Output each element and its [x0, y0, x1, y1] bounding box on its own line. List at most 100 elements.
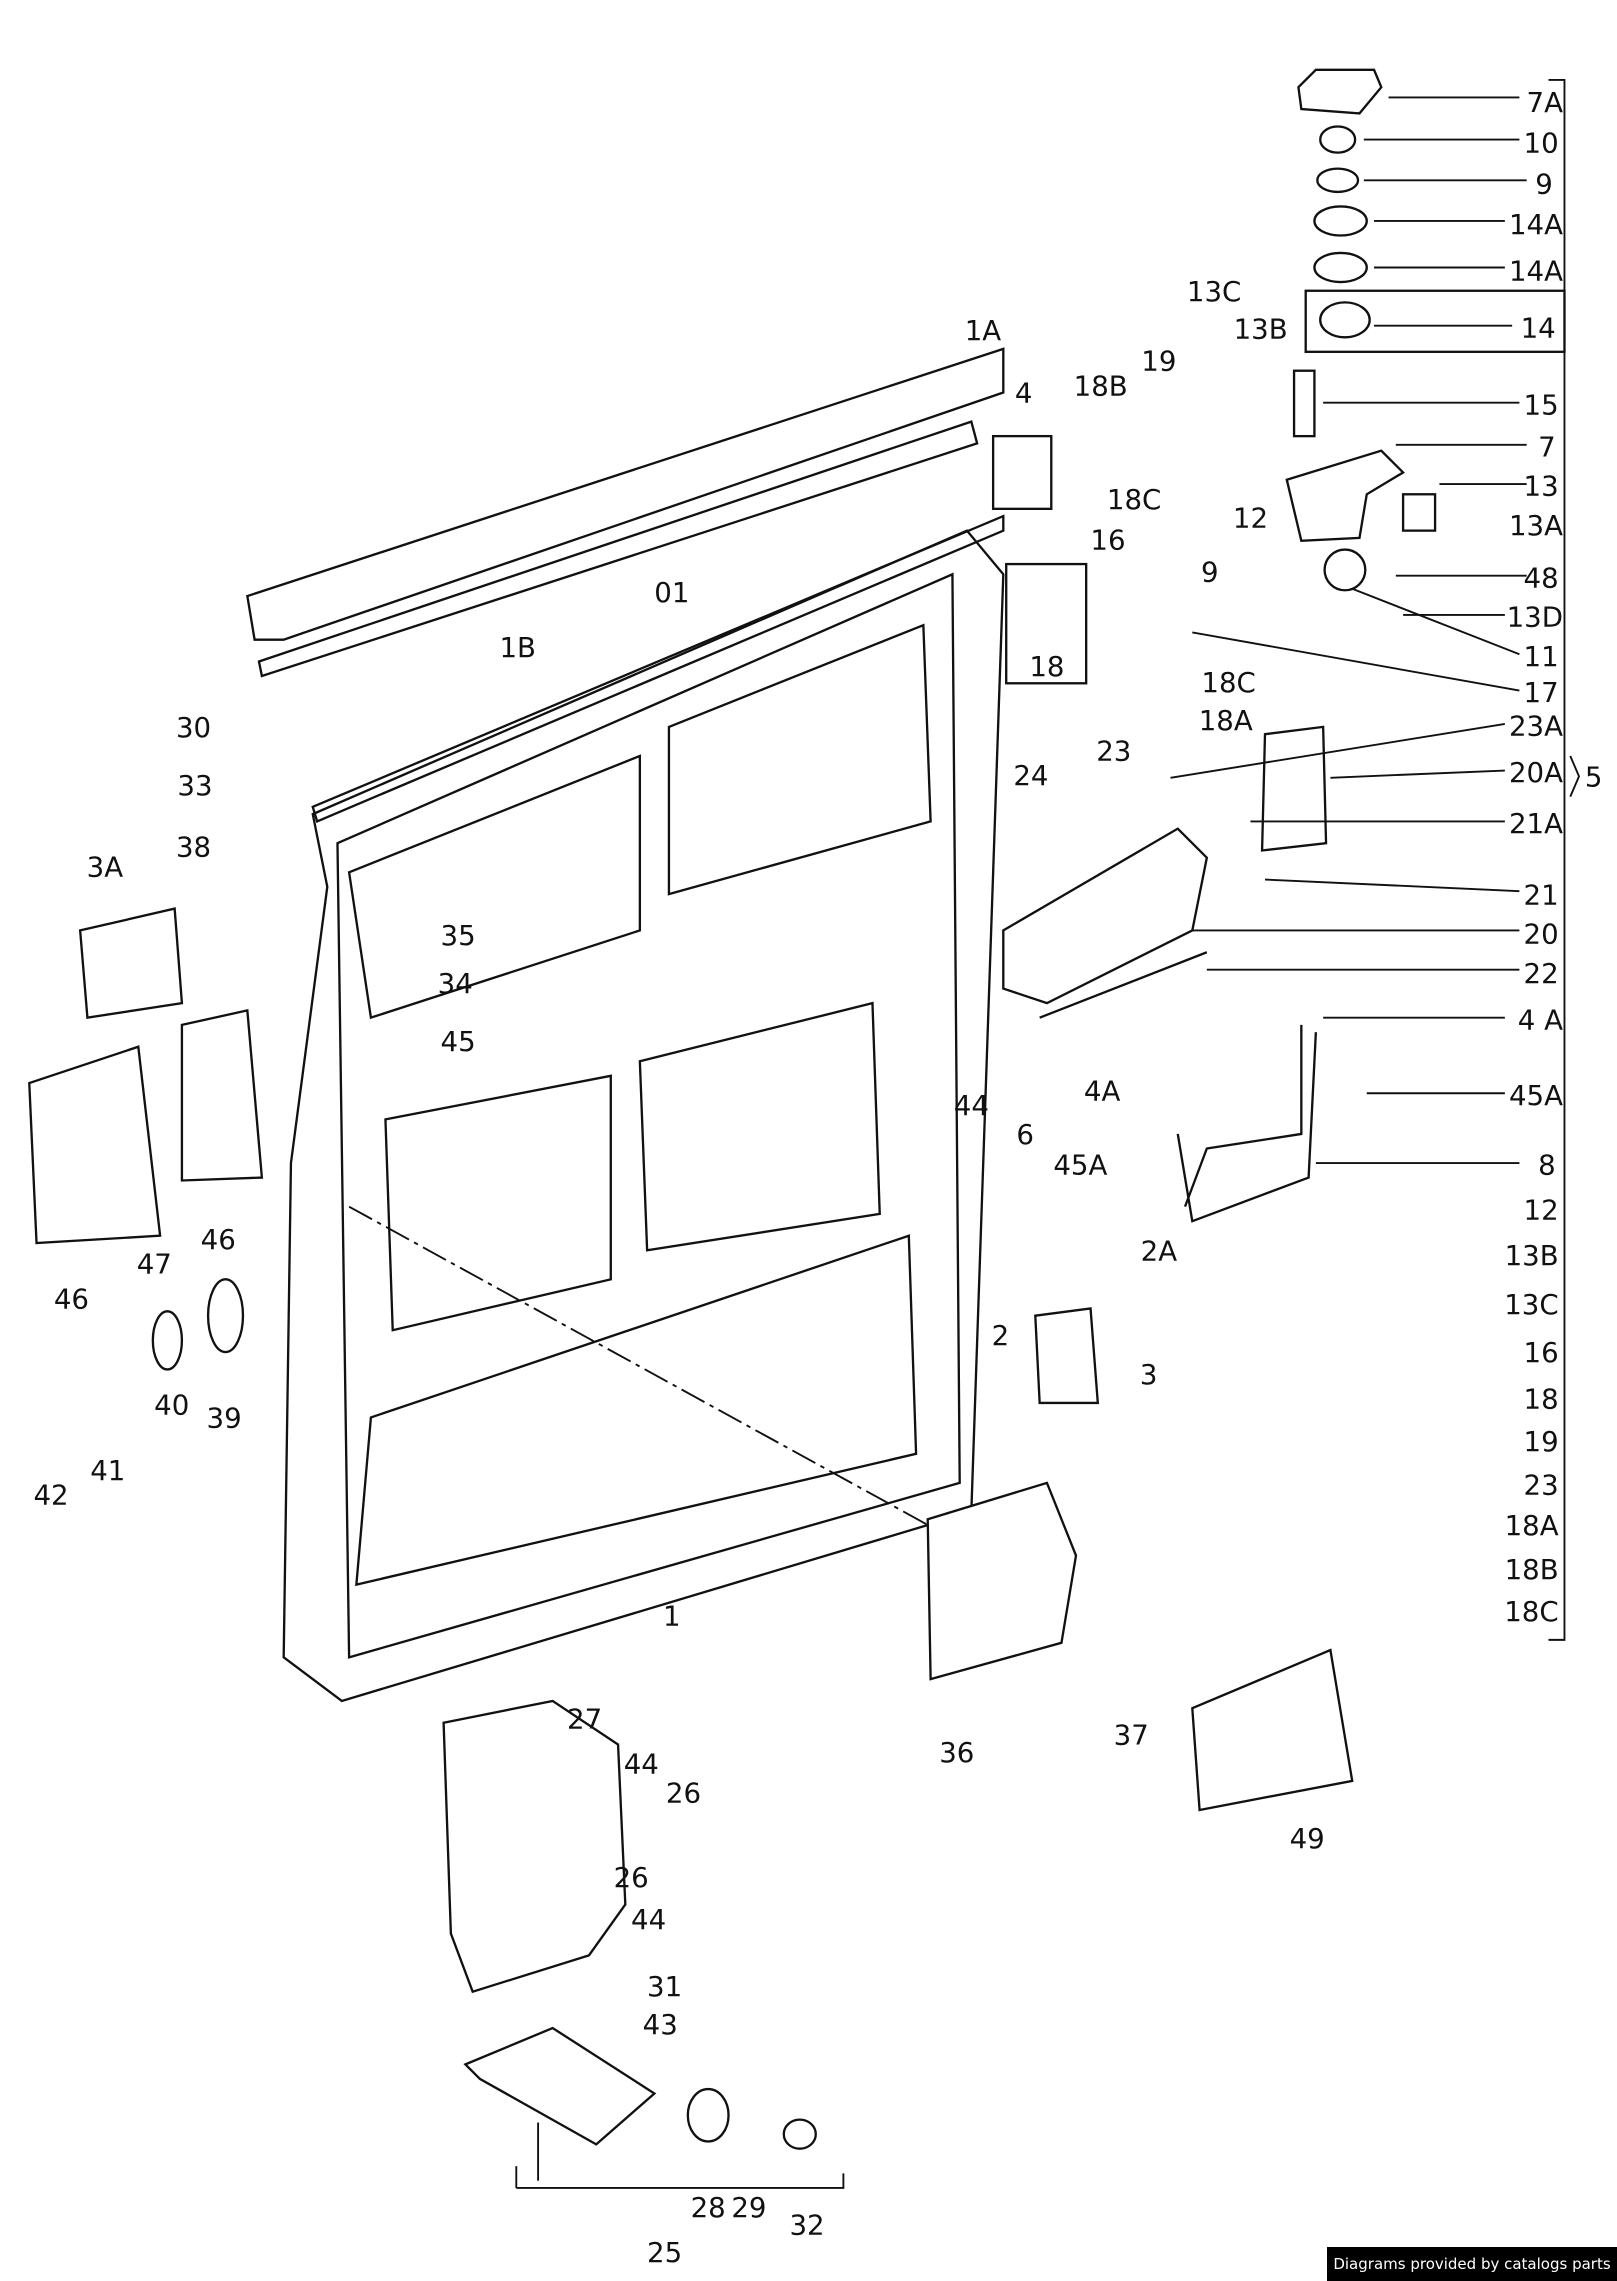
callout-47: 47: [137, 1248, 172, 1281]
callout-45A: 45A: [1053, 1149, 1107, 1182]
parts-illustrations: [28, 68, 1566, 2150]
callout-22: 22: [1524, 957, 1559, 990]
callout-16: 16: [1090, 524, 1125, 557]
door-panel-illustration: [246, 347, 1005, 1703]
callout-36: 36: [939, 1736, 974, 1769]
part-46b: [180, 1008, 264, 1182]
callout-19: 19: [1524, 1425, 1559, 1458]
callout-43: 43: [643, 2008, 678, 2041]
callout-30: 30: [176, 711, 211, 744]
callout-1B: 1B: [499, 631, 536, 664]
callout-23: 23: [1524, 1468, 1559, 1501]
callout-44: 44: [631, 1903, 666, 1936]
callout-38: 38: [176, 830, 211, 863]
part-3: [1034, 1307, 1100, 1405]
callout-42: 42: [34, 1479, 69, 1512]
callout-19: 19: [1141, 345, 1176, 378]
callout-4: 4: [1015, 377, 1033, 410]
credit-banner: Diagrams provided by catalogs parts: [1327, 2247, 1617, 2281]
callout-11: 11: [1524, 640, 1559, 673]
callout-4A: 4 A: [1518, 1003, 1563, 1036]
callout-3: 3: [1140, 1358, 1158, 1391]
callout-18B: 18B: [1505, 1553, 1559, 1586]
callout-5: 5: [1585, 761, 1603, 794]
callout-6: 6: [1016, 1118, 1034, 1151]
callout-46: 46: [201, 1223, 236, 1256]
callout-48: 48: [1524, 561, 1559, 594]
part-7A: [1297, 68, 1383, 115]
callout-13D: 13D: [1507, 601, 1563, 634]
callout-26: 26: [614, 1861, 649, 1894]
callout-14A: 14A: [1509, 208, 1563, 241]
callout-20A: 20A: [1509, 756, 1563, 789]
part-40: [151, 1310, 184, 1371]
part-20A: [1260, 725, 1328, 852]
part-36: [926, 1481, 1078, 1681]
part-32: [782, 2118, 817, 2150]
part-46: [28, 1045, 162, 1245]
callout-7A: 7A: [1527, 86, 1564, 119]
callout-39: 39: [207, 1402, 242, 1435]
callout-24: 24: [1013, 759, 1048, 792]
part-3A: [78, 907, 184, 1019]
callout-8: 8: [1538, 1149, 1556, 1182]
callout-31: 31: [647, 1970, 682, 2003]
callout-9: 9: [1535, 167, 1553, 200]
callout-25: 25: [647, 2236, 682, 2269]
callout-18: 18: [1029, 650, 1064, 683]
callout-7: 7: [1538, 430, 1556, 463]
callout-2A: 2A: [1141, 1234, 1178, 1267]
callout-27: 27: [567, 1703, 602, 1736]
callout-49: 49: [1290, 1822, 1325, 1855]
callout-28: 28: [691, 2191, 726, 2224]
callout-37: 37: [1114, 1719, 1149, 1752]
callout-14: 14: [1521, 311, 1556, 344]
callout-41: 41: [90, 1454, 125, 1487]
callout-35: 35: [441, 919, 476, 952]
callout-26: 26: [666, 1777, 701, 1810]
callout-13C: 13C: [1187, 275, 1241, 308]
part-39: [206, 1278, 245, 1354]
callout-9: 9: [1201, 556, 1219, 589]
part-4: [991, 434, 1053, 510]
part-15: [1292, 369, 1316, 438]
callout-3A: 3A: [87, 851, 124, 884]
callout-18A: 18A: [1505, 1509, 1559, 1542]
part-25: [463, 2026, 657, 2146]
part-49: [1191, 1648, 1354, 1812]
callout-18C: 18C: [1107, 483, 1161, 516]
callout-21A: 21A: [1509, 807, 1563, 840]
callout-21: 21: [1524, 878, 1559, 911]
callout-17: 17: [1524, 676, 1559, 709]
callout-18A: 18A: [1199, 704, 1253, 737]
callout-13B: 13B: [1505, 1239, 1559, 1272]
callout-45A: 45A: [1509, 1079, 1563, 1112]
callout-13A: 13A: [1509, 509, 1563, 542]
part-9: [1316, 167, 1360, 194]
callout-18C: 18C: [1504, 1595, 1558, 1628]
callout-32: 32: [789, 2208, 824, 2241]
callout-15: 15: [1524, 388, 1559, 421]
callout-44: 44: [624, 1748, 659, 1781]
callout-16: 16: [1524, 1336, 1559, 1369]
callout-23: 23: [1096, 734, 1131, 767]
callout-12: 12: [1524, 1194, 1559, 1227]
callout-18C: 18C: [1201, 666, 1255, 699]
callout-10: 10: [1524, 127, 1559, 160]
part-28: [686, 2087, 730, 2143]
part-11: [1323, 548, 1367, 592]
callout-18: 18: [1524, 1383, 1559, 1416]
callout-18B: 18B: [1074, 369, 1128, 402]
callout-1A: 1A: [965, 314, 1002, 347]
part-22-spring: [1039, 951, 1208, 1019]
callout-labels: 7A 10 9 14A 14A 14 15 7 13 13A 48 13D 11…: [34, 86, 1603, 2269]
part-14A: [1313, 251, 1368, 284]
group-bracket: [515, 79, 1581, 2189]
part-27: [442, 1699, 627, 1994]
callout-2: 2: [992, 1319, 1010, 1352]
callout-1: 1: [663, 1599, 681, 1632]
part-18-box: [1005, 562, 1088, 685]
callout-14A: 14A: [1509, 255, 1563, 288]
